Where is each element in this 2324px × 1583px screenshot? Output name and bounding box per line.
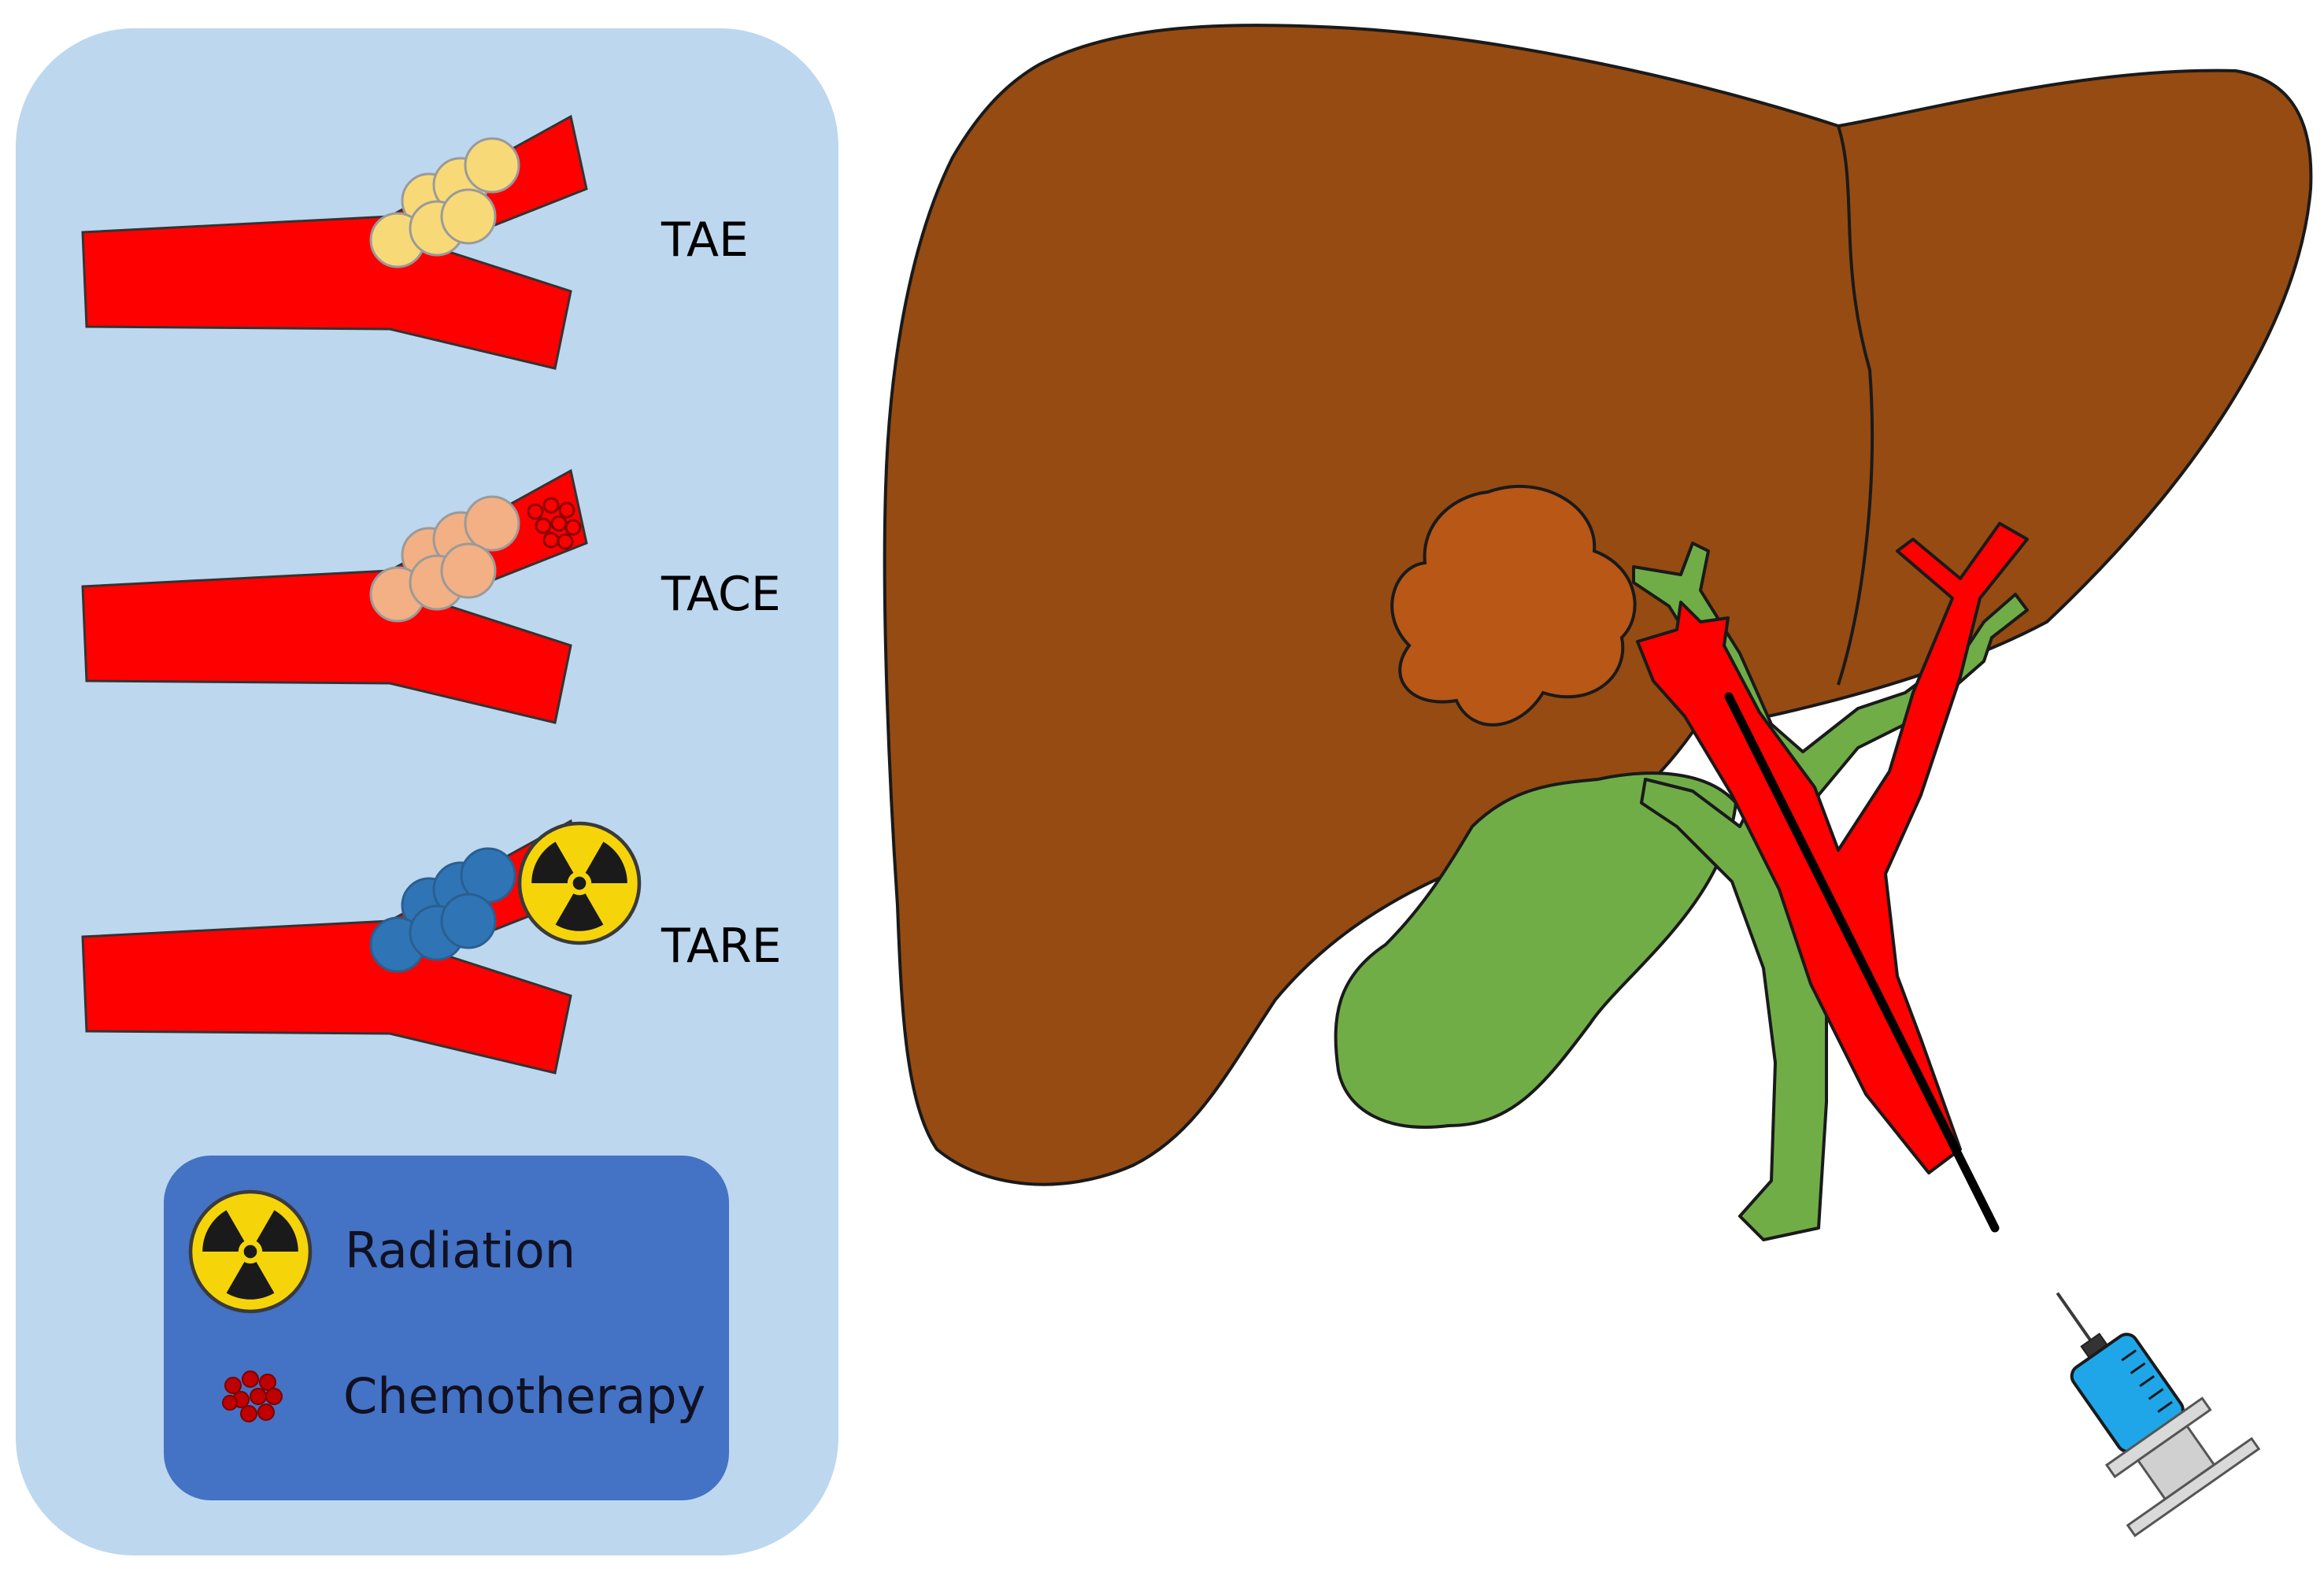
catheter xyxy=(1724,692,2000,1233)
tumor xyxy=(1390,484,1637,727)
tare-label: TARE xyxy=(661,919,782,974)
tace-particles xyxy=(369,495,520,623)
tare-radiation-icon xyxy=(520,823,639,945)
tae-particles xyxy=(369,137,520,268)
tace-label: TACE xyxy=(661,567,781,622)
tare-particles xyxy=(369,847,516,973)
legend-chemotherapy-label: Chemotherapy xyxy=(343,1367,705,1425)
syringe-icon xyxy=(2056,1292,2261,1537)
tae-label: TAE xyxy=(661,213,749,268)
legend-radiation-label: Radiation xyxy=(345,1222,575,1279)
chemotherapy-icon xyxy=(222,1370,283,1422)
tace-chemo-cluster xyxy=(527,497,582,550)
hepatic-artery xyxy=(1636,522,2029,1174)
radiation-icon xyxy=(191,1192,310,1314)
